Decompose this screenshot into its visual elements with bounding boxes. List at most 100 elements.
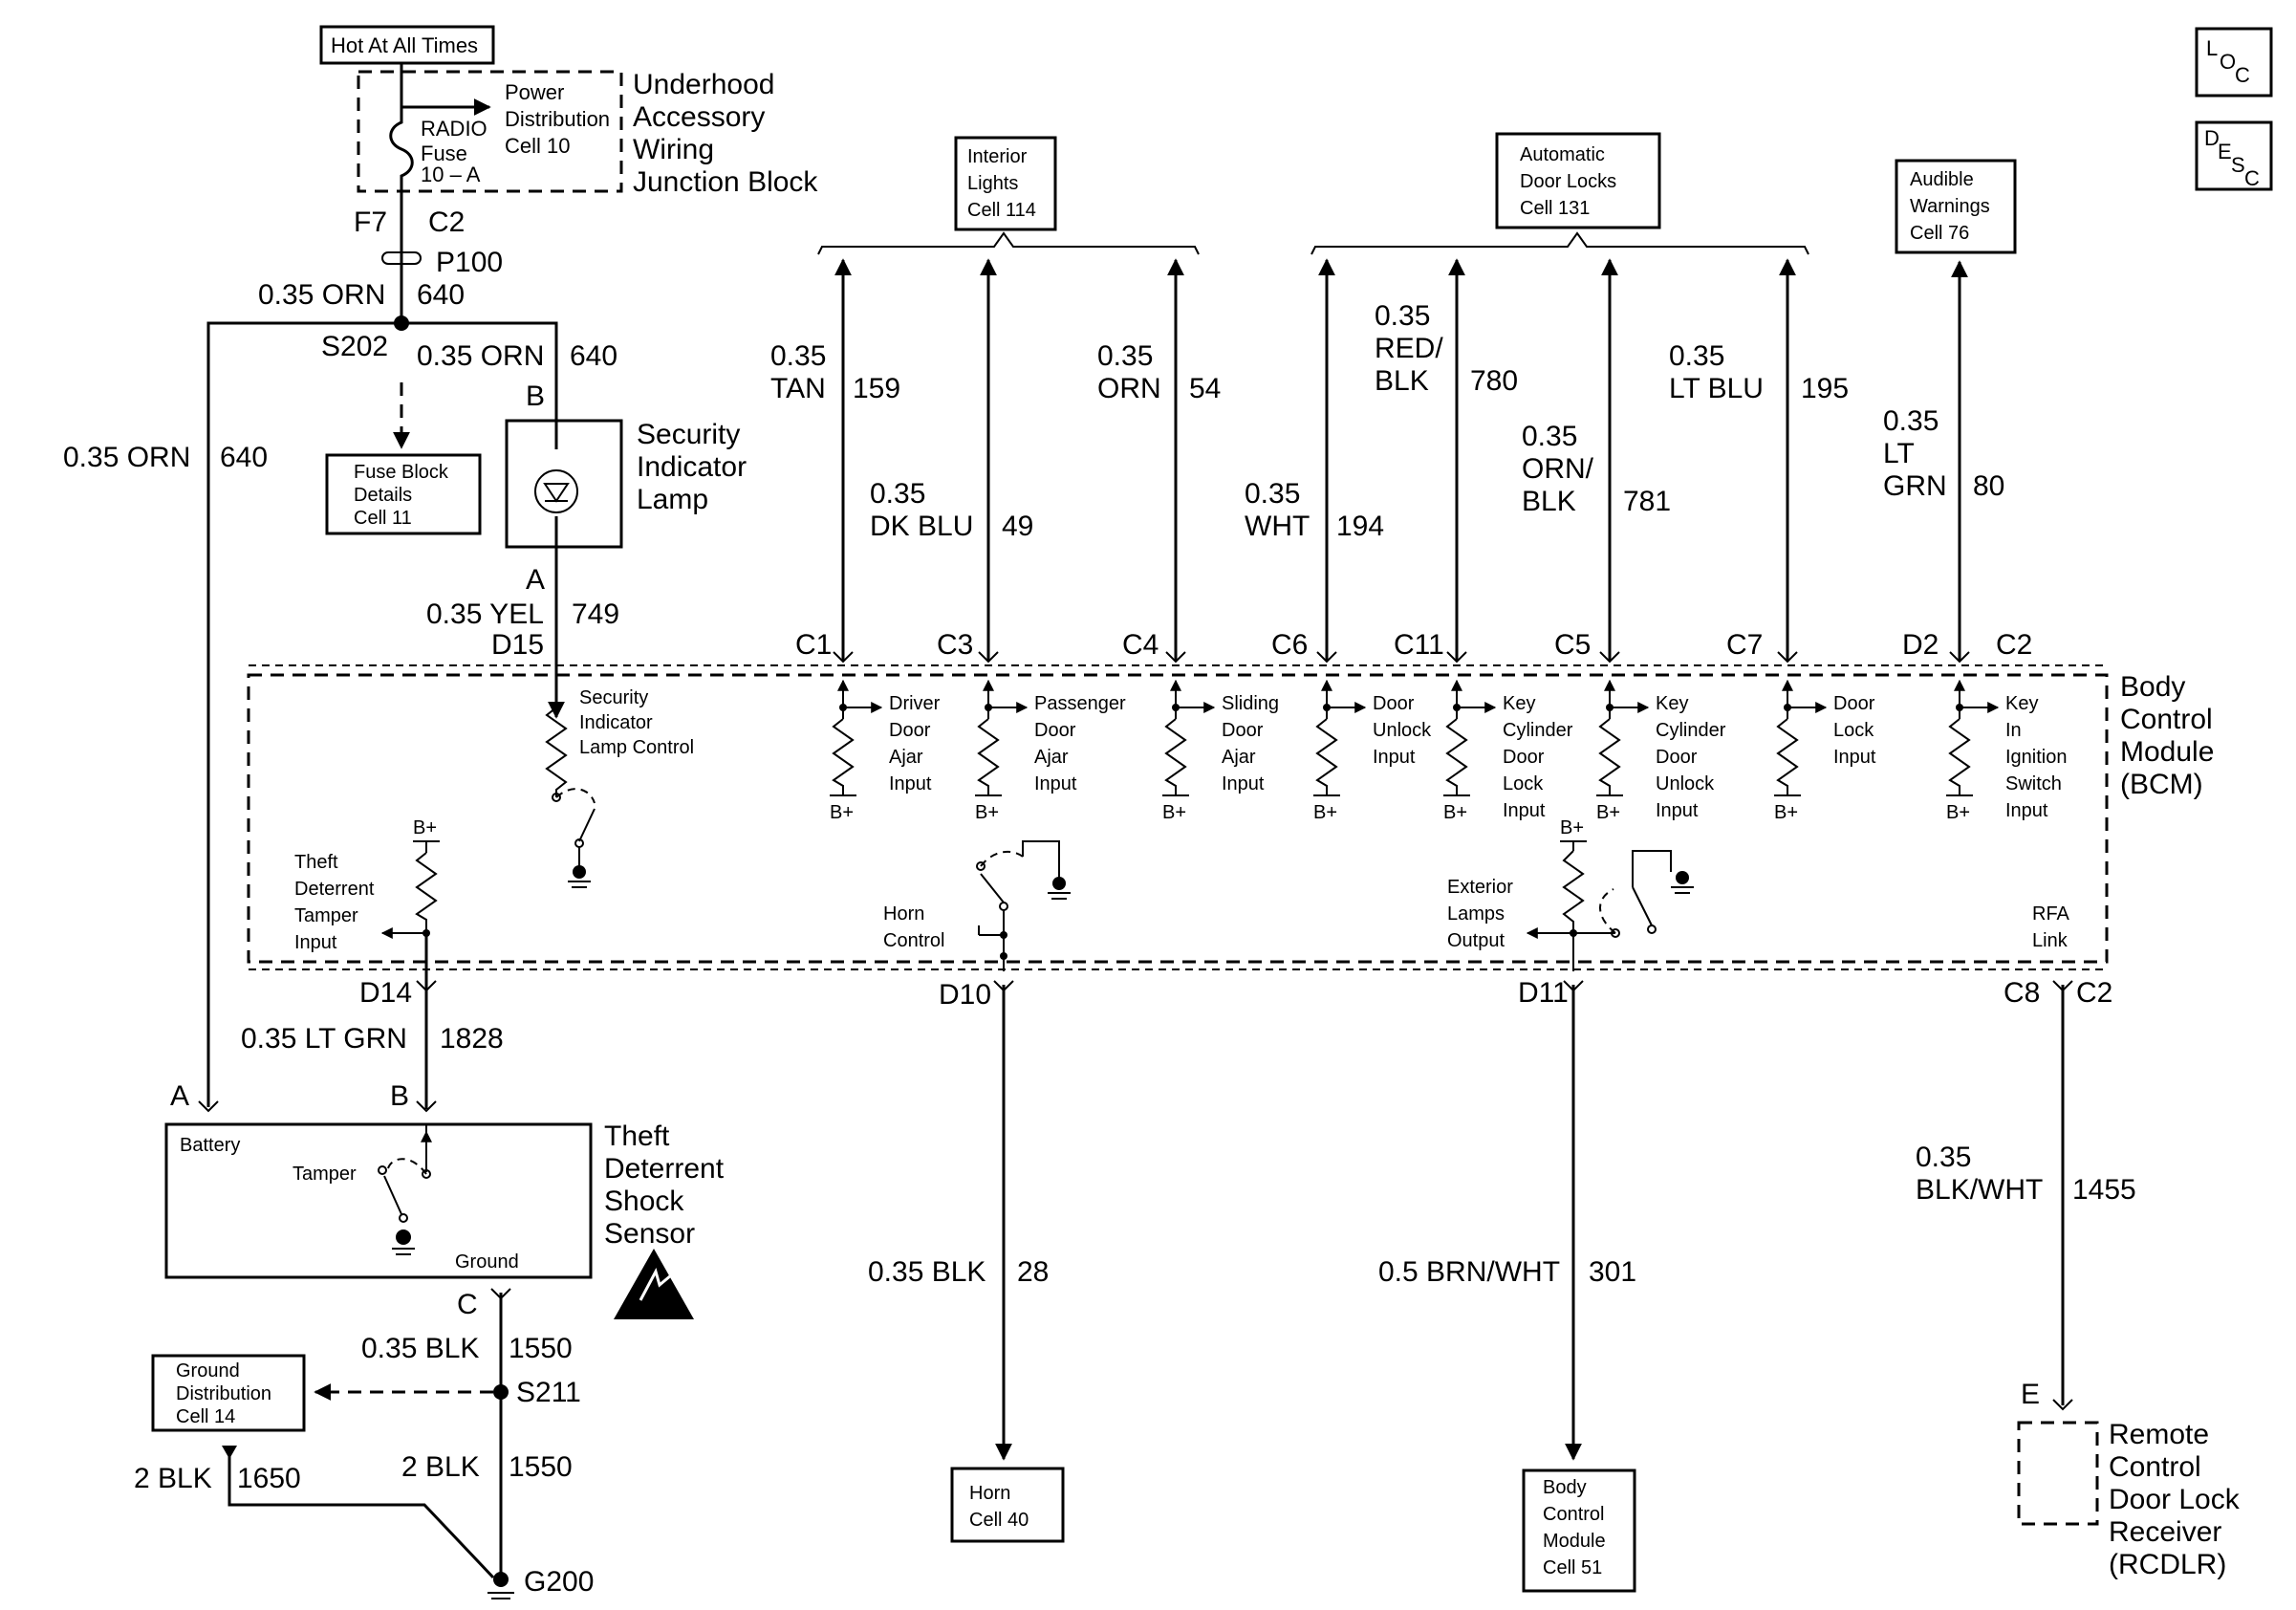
svg-text:Cell 114: Cell 114 (967, 200, 1036, 221)
wire-orn-640-lamp (401, 321, 558, 413)
wire-main-gauge: 0.35 ORN (258, 279, 385, 311)
svg-text:Horn: Horn (883, 903, 924, 925)
p100-connector (381, 222, 422, 331)
theft-tamper-bplus: B+ (413, 817, 437, 838)
exterior-lamps-label: Exterior Lamps Output (1447, 877, 1513, 951)
security-indicator-lamp (505, 413, 623, 581)
svg-text:E: E (2218, 140, 2232, 163)
svg-text:Deterrent: Deterrent (294, 879, 375, 900)
wire-gnd3-circuit: 1650 (237, 1463, 301, 1494)
input-label-line: Unlock (1373, 720, 1432, 741)
horn-control-label: Horn Control (883, 903, 944, 951)
wire-gauge-label: 0.35 (1522, 421, 1577, 452)
wire-gauge-label: 0.35 (1375, 300, 1430, 332)
svg-text:Link: Link (2032, 930, 2069, 951)
wire-rcdlr-circuit: 1455 (2072, 1174, 2136, 1206)
input-label-line: Cylinder (1503, 720, 1573, 741)
interior-lights-ref-box[interactable]: Interior Lights Cell 114 (954, 136, 1057, 231)
bplus-label: B+ (1596, 802, 1620, 823)
pullup-resistor (977, 718, 1000, 795)
svg-text:Cell 10: Cell 10 (505, 134, 570, 158)
wire-bcm-gauge: 0.5 BRN/WHT (1378, 1256, 1560, 1288)
input-label-line: Input (2005, 800, 2048, 821)
horn-ref-box[interactable]: Horn Cell 40 (950, 1467, 1065, 1543)
input-label-line: Passenger (1034, 693, 1126, 714)
svg-text:Deterrent: Deterrent (604, 1153, 725, 1185)
wire-bcm-circuit: 301 (1589, 1256, 1636, 1288)
security-lamp-control-circuit (545, 662, 596, 888)
input-label-line: Ajar (1034, 747, 1069, 768)
svg-text:(RCDLR): (RCDLR) (2109, 1549, 2226, 1580)
input-label-line: Ajar (1222, 747, 1256, 768)
connector-label: C5 (1554, 629, 1591, 661)
sensor-tamper-label: Tamper (292, 1164, 357, 1185)
fuse-block-details-box[interactable]: Fuse Block Details Cell 11 (325, 453, 482, 535)
pullup-resistor (1776, 718, 1799, 795)
svg-text:Wiring: Wiring (633, 134, 714, 165)
connector-label: C11 (1394, 629, 1444, 661)
connector-label: C6 (1271, 629, 1308, 661)
svg-text:Fuse Block: Fuse Block (354, 462, 449, 483)
sensor-pin-c: C (457, 1289, 478, 1320)
svg-text:Power: Power (505, 80, 564, 104)
svg-text:L: L (2206, 36, 2218, 60)
esd-warning-icon (614, 1249, 694, 1319)
wire-gauge-label: 0.35 (1245, 478, 1300, 510)
svg-text:Fuse: Fuse (421, 141, 467, 165)
svg-text:Control: Control (883, 930, 944, 951)
input-label-line: Lock (1833, 720, 1874, 741)
svg-text:Module: Module (2120, 736, 2214, 768)
input-label-line: Input (1833, 747, 1876, 768)
svg-text:Theft: Theft (294, 852, 338, 873)
audible-warnings-ref-box[interactable]: Audible Warnings Cell 76 (1895, 159, 2017, 254)
connector-d14: D14 (359, 977, 412, 1009)
svg-text:Distribution: Distribution (176, 1383, 271, 1404)
wire-lamp-circuit: 640 (570, 340, 617, 372)
ground-distribution-ref-box[interactable]: Ground Distribution Cell 14 (151, 1354, 306, 1432)
connector-c8: C8 (2004, 977, 2040, 1009)
theft-tamper-input-circuit (380, 840, 440, 1013)
svg-text:RFA: RFA (2032, 903, 2070, 925)
svg-text:Distribution: Distribution (505, 107, 610, 131)
svg-text:RADIO: RADIO (421, 117, 487, 141)
interior-lights-brace (817, 231, 1200, 255)
wire-rcdlr-gauge-line1: 0.35 (1916, 1142, 1971, 1173)
wire-gauge-label: ORN/ (1522, 453, 1594, 485)
input-label-line: Input (1373, 747, 1416, 768)
wire-lamp-gauge: 0.35 ORN (417, 340, 544, 372)
wire-gauge-label: 0.35 (870, 478, 925, 510)
p100-label: P100 (436, 247, 503, 278)
input-label-line: Door (1503, 747, 1545, 768)
input-label-line: Door (1034, 720, 1076, 741)
svg-text:Indicator: Indicator (579, 712, 653, 733)
svg-text:(BCM): (BCM) (2120, 769, 2203, 800)
connector-c2-bottom: C2 (2076, 977, 2112, 1009)
bcm-cell51-ref-box[interactable]: Body Control Module Cell 51 (1522, 1469, 1636, 1593)
svg-text:Lamp Control: Lamp Control (579, 737, 694, 758)
security-lamp-control-label: Security Indicator Lamp Control (579, 687, 694, 758)
rfa-link-label: RFA Link (2032, 903, 2070, 951)
wire-gauge-label: BLK (1375, 365, 1429, 397)
rcdlr-pin-e: E (2021, 1379, 2040, 1410)
wire-gnd3-gauge: 2 BLK (134, 1463, 212, 1494)
wire-rcdlr-gauge-line2: BLK/WHT (1916, 1174, 2043, 1206)
ground-g200-label: G200 (524, 1566, 594, 1598)
svg-text:Remote: Remote (2109, 1419, 2209, 1450)
input-label-line: Door (1222, 720, 1264, 741)
wire-lamp-ctrl-circuit: 749 (572, 598, 619, 630)
wire-gauge-label: ORN (1097, 373, 1161, 404)
auto-door-locks-ref-box[interactable]: Automatic Door Locks Cell 131 (1495, 132, 1661, 229)
wire-circuit-label: 194 (1336, 511, 1384, 542)
ground-g200-symbol (487, 1572, 514, 1599)
loc-button[interactable]: L O C (2195, 27, 2273, 98)
radio-fuse-symbol (389, 107, 414, 222)
svg-text:C: C (2235, 63, 2250, 87)
door-locks-brace (1310, 231, 1809, 255)
svg-text:Indicator: Indicator (637, 451, 747, 483)
desc-button[interactable]: D E S C (2195, 120, 2273, 191)
wire-gauge-label: LT (1883, 438, 1915, 469)
